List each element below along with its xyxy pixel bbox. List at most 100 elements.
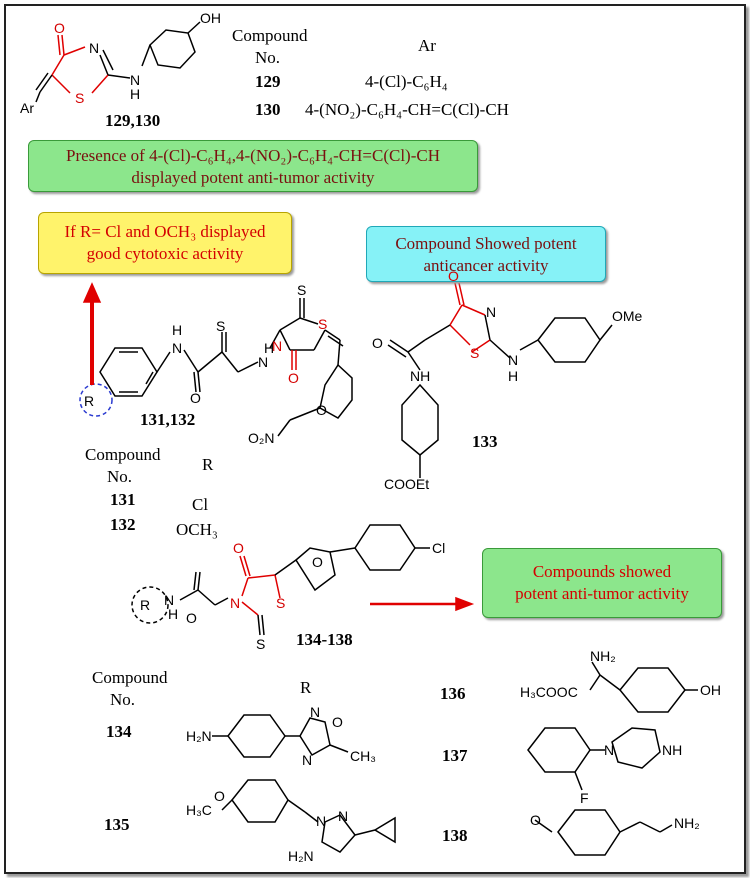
atom-s: S	[75, 90, 85, 106]
callout-presence: Presence of 4-(Cl)-C₆H₄,4-(NO₂)-C₆H₄-CH=…	[28, 140, 478, 192]
atom-o-ring: O	[316, 402, 327, 418]
atom-133-n: N	[486, 304, 497, 320]
row-131-no: 131	[110, 490, 136, 509]
atom-h1: H	[172, 322, 183, 338]
atom-n3: N	[272, 338, 283, 354]
atom-133-h: H	[508, 368, 519, 384]
row-132-r: OCH₃	[176, 520, 218, 539]
callout-if-r-line2: good cytotoxic activity	[86, 244, 244, 263]
structure-136-r	[589, 661, 698, 713]
compound-label-133: 133	[472, 432, 498, 451]
mid-header-no: No.	[107, 467, 133, 486]
arrow-up	[82, 282, 102, 385]
atom-136r-oh: OH	[700, 682, 721, 698]
structure-129-130	[35, 21, 201, 103]
atom-133-s: S	[470, 345, 480, 361]
atom-h: H	[130, 86, 141, 102]
atom-134-n: N	[230, 595, 241, 611]
atom-oh: OH	[200, 10, 221, 26]
atom-133-nh-n: N	[508, 352, 519, 368]
atom-134-o-furan: O	[312, 554, 323, 570]
atom-s3: S	[318, 316, 328, 332]
row-129-no: 129	[255, 72, 281, 91]
callout-compounds-showed-line2: potent anti-tumor activity	[515, 584, 689, 603]
atom-134-nh-n: N	[164, 592, 175, 608]
row-135-no: 135	[104, 815, 130, 834]
row-130-no: 130	[255, 100, 281, 119]
atom-n1: N	[172, 340, 183, 356]
atom-134-o2: O	[186, 610, 197, 626]
atom-133-nh: NH	[410, 368, 431, 384]
dashed-circle-r	[79, 383, 113, 417]
atom-134-o1: O	[233, 540, 244, 556]
atom-n: N	[89, 40, 100, 56]
atom-r: R	[84, 393, 95, 409]
arrow-right	[370, 596, 475, 612]
structure-131-132	[99, 298, 353, 437]
callout-compound-showed-line1: Compound Showed potent	[395, 234, 577, 253]
row-138-no: 138	[442, 826, 468, 845]
bottom-header-compound: Compound	[92, 668, 168, 687]
header-ar: Ar	[418, 36, 436, 55]
atom-134-s: S	[256, 636, 266, 652]
callout-compound-showed-line2: anticancer activity	[423, 256, 549, 275]
atom-135r-n1: N	[316, 813, 327, 829]
atom-137r-f: F	[580, 790, 589, 806]
compound-label-129-130: 129,130	[105, 111, 161, 130]
atom-133-ome: OMe	[612, 308, 643, 324]
structure-134-r	[212, 714, 349, 758]
row-129-ar: 4-(Cl)-C₆H₄	[365, 72, 448, 91]
atom-136r-nh2: NH₂	[590, 648, 616, 664]
atom-nh-n: N	[130, 72, 141, 88]
row-134-no: 134	[106, 722, 132, 741]
atom-o2n: O₂N	[248, 430, 275, 446]
header-no: No.	[255, 48, 281, 67]
row-136-no: 136	[440, 684, 466, 703]
header-compound: Compound	[232, 26, 308, 45]
bottom-header-r: R	[300, 678, 312, 697]
atom-134r-h2n: H₂N	[186, 728, 212, 744]
atom-135r-n2: N	[338, 808, 349, 824]
atom-134-h: H	[168, 606, 179, 622]
callout-if-r: If R= Cl and OCH₃ displayed good cytotox…	[38, 212, 292, 274]
structure-137-r	[527, 727, 661, 791]
mid-header-compound: Compound	[85, 445, 161, 464]
bottom-header-no: No.	[110, 690, 136, 709]
compound-label-134-138: 134-138	[296, 630, 353, 649]
callout-presence-line2: displayed potent anti-tumor activity	[131, 168, 375, 187]
row-130-ar: 4-(NO₂)-C₆H₄-CH=C(Cl)-CH	[305, 100, 509, 119]
callout-if-r-line1: If R= Cl and OCH₃ displayed	[64, 222, 266, 241]
atom-134r-o: O	[332, 714, 343, 730]
callout-compounds-showed: Compounds showed potent anti-tumor activ…	[482, 548, 722, 618]
atom-h2: H	[264, 340, 275, 356]
atom-s1: S	[216, 318, 226, 334]
atom-136r-h3cooc: H₃COOC	[520, 684, 578, 700]
atom-o2: O	[288, 370, 299, 386]
atom-ar: Ar	[20, 100, 34, 116]
atom-137r-n: N	[604, 742, 615, 758]
atom-133-o: O	[448, 268, 459, 284]
row-132-no: 132	[110, 515, 136, 534]
atom-134r-n2: N	[302, 752, 313, 768]
mid-header-r: R	[202, 455, 214, 474]
row-137-no: 137	[442, 746, 468, 765]
atom-135r-o: O	[214, 788, 225, 804]
atom-138r-o: O	[530, 812, 541, 828]
atom-o: O	[54, 20, 65, 36]
atom-134r-ch3: CH₃	[350, 748, 376, 764]
atom-135r-h3c: H₃C	[186, 802, 212, 818]
structure-133	[387, 282, 613, 478]
atom-134-r: R	[140, 597, 151, 613]
callout-compound-showed: Compound Showed potent anticancer activi…	[366, 226, 606, 282]
atom-s2: S	[297, 282, 307, 298]
row-131-r: Cl	[192, 495, 209, 514]
atom-134-s-ring: S	[276, 595, 286, 611]
structure-134-138	[131, 524, 430, 636]
atom-o1: O	[190, 390, 201, 406]
atom-135r-h2n: H₂N	[288, 848, 314, 864]
callout-presence-line1: Presence of 4-(Cl)-C₆H₄,4-(NO₂)-C₆H₄-CH=…	[66, 146, 440, 165]
atom-n2: N	[258, 354, 269, 370]
structure-135-r	[221, 779, 396, 853]
atom-137r-nh: NH	[662, 742, 683, 758]
